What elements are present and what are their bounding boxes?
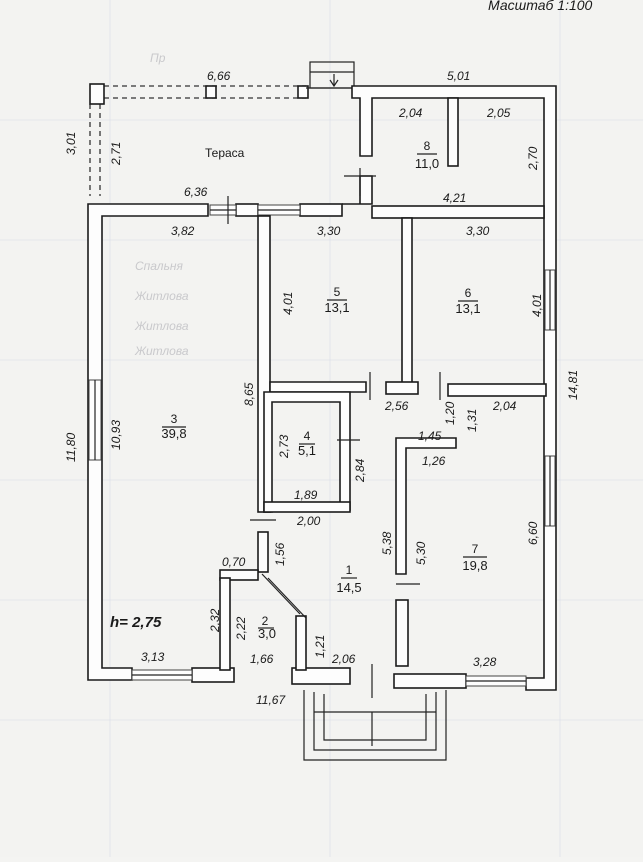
entrance-steps — [309, 61, 355, 89]
dim-partition-height: 8,65 — [242, 382, 256, 406]
dim-top-right-width: 5,01 — [447, 69, 470, 83]
room-7-area: 19,8 — [462, 558, 487, 573]
dim-passage-right-height: 1,31 — [465, 409, 479, 432]
dim-room6-width: 3,30 — [466, 224, 490, 238]
windows — [88, 204, 556, 687]
dim-room7-top-width: 2,04 — [492, 399, 517, 413]
room-2-area: 3,0 — [258, 626, 276, 641]
svg-text:Пр: Пр — [150, 51, 166, 65]
dim-room4-height: 2,73 — [277, 434, 291, 459]
svg-text:Житлова: Житлова — [134, 289, 189, 303]
room-5-area: 13,1 — [324, 300, 349, 315]
room-6-area: 13,1 — [455, 301, 480, 316]
dim-terrace-width: 6,66 — [207, 69, 231, 83]
room-4-area: 5,1 — [298, 443, 316, 458]
room-4-number: 4 — [304, 429, 311, 443]
dim-hall-door-height: 1,21 — [313, 635, 327, 658]
dim-terrace-inner-height: 2,71 — [109, 142, 123, 166]
dim-room3-height: 10,93 — [109, 420, 123, 450]
dim-room2-width: 1,66 — [250, 652, 274, 666]
dim-right-outer-height: 14,81 — [566, 370, 580, 400]
dim-corridor-height: 1,56 — [273, 542, 287, 566]
room-2: 2 3,0 — [258, 614, 276, 641]
room-8-number: 8 — [424, 139, 431, 153]
entrance-porch — [303, 690, 447, 761]
dim-room6-height: 4,01 — [530, 294, 544, 317]
dim-room2-inner-height: 2,22 — [234, 616, 248, 641]
dim-terrace-bottom-width: 6,36 — [184, 185, 208, 199]
room-7: 7 19,8 — [462, 542, 487, 573]
dim-room8-bottom-width: 4,21 — [443, 191, 466, 205]
dim-room8-height: 2,70 — [526, 146, 540, 171]
dim-room7-bottom-width: 3,28 — [473, 655, 497, 669]
room-1-number: 1 — [346, 563, 353, 577]
terrace-outline — [89, 83, 352, 196]
room-1-area: 14,5 — [336, 580, 361, 595]
room-6-number: 6 — [465, 286, 472, 300]
dim-room4-width: 1,89 — [294, 488, 318, 502]
outer-walls — [87, 85, 557, 691]
dim-room4-bottom-width: 2,00 — [296, 514, 321, 528]
scale-label: Масштаб 1:100 — [488, 0, 593, 13]
room-6: 6 13,1 — [455, 286, 480, 316]
dim-door-width: 0,70 — [222, 555, 246, 569]
dim-passage-lower-width: 1,26 — [422, 454, 446, 468]
dim-wall-segment-1: 5,38 — [380, 531, 394, 555]
terrace-label: Тераса — [205, 146, 245, 160]
dim-hall-bottom-width: 2,06 — [331, 652, 356, 666]
room-3-number: 3 — [171, 412, 178, 426]
dimension-labels: 6,66 5,01 3,01 2,71 2,04 2,05 2,70 4,21 … — [64, 69, 580, 707]
dim-room7-height: 6,60 — [526, 521, 540, 545]
dim-room3-bottom-width: 3,13 — [141, 650, 165, 664]
room-5: 5 13,1 — [324, 285, 349, 315]
interior-walls — [219, 97, 547, 671]
dim-room5-height: 4,01 — [281, 292, 295, 315]
dim-room2-outer-height: 2,32 — [208, 608, 222, 633]
room-4: 4 5,1 — [298, 429, 316, 458]
dim-room3-top-width: 3,82 — [171, 224, 195, 238]
room-5-number: 5 — [334, 285, 341, 299]
height-label: h= 2,75 — [110, 614, 162, 631]
dim-terrace-outer-height: 3,01 — [64, 132, 78, 155]
svg-text:Житлова: Житлова — [134, 344, 189, 358]
dim-room5-width: 3,30 — [317, 224, 341, 238]
room-7-number: 7 — [472, 542, 479, 556]
dim-hall-width: 2,56 — [384, 399, 409, 413]
room-8-area: 11,0 — [415, 156, 439, 171]
door-markers — [227, 168, 441, 698]
dim-passage-width: 1,45 — [418, 429, 442, 443]
dim-passage-height: 1,20 — [443, 401, 457, 425]
table-ghosting: Пр Спальня Житлова Житлова Житлова — [134, 51, 189, 358]
svg-text:Житлова: Житлова — [134, 319, 189, 333]
dim-overall-width: 11,67 — [256, 693, 286, 707]
dim-room4-right-height: 2,84 — [353, 458, 367, 483]
room-2-number: 2 — [262, 614, 269, 628]
room-1: 1 14,5 — [336, 563, 361, 595]
dim-wall-segment-2: 5,30 — [414, 541, 428, 565]
room-3-area: 39,8 — [161, 426, 186, 441]
room-3: 3 39,8 — [161, 412, 186, 441]
dim-room8-left-width: 2,04 — [398, 106, 423, 120]
dim-room8-right-width: 2,05 — [486, 106, 511, 120]
svg-text:Спальня: Спальня — [135, 259, 183, 273]
dim-left-outer-height: 11,80 — [64, 433, 78, 462]
room-8: 8 11,0 — [415, 139, 439, 171]
